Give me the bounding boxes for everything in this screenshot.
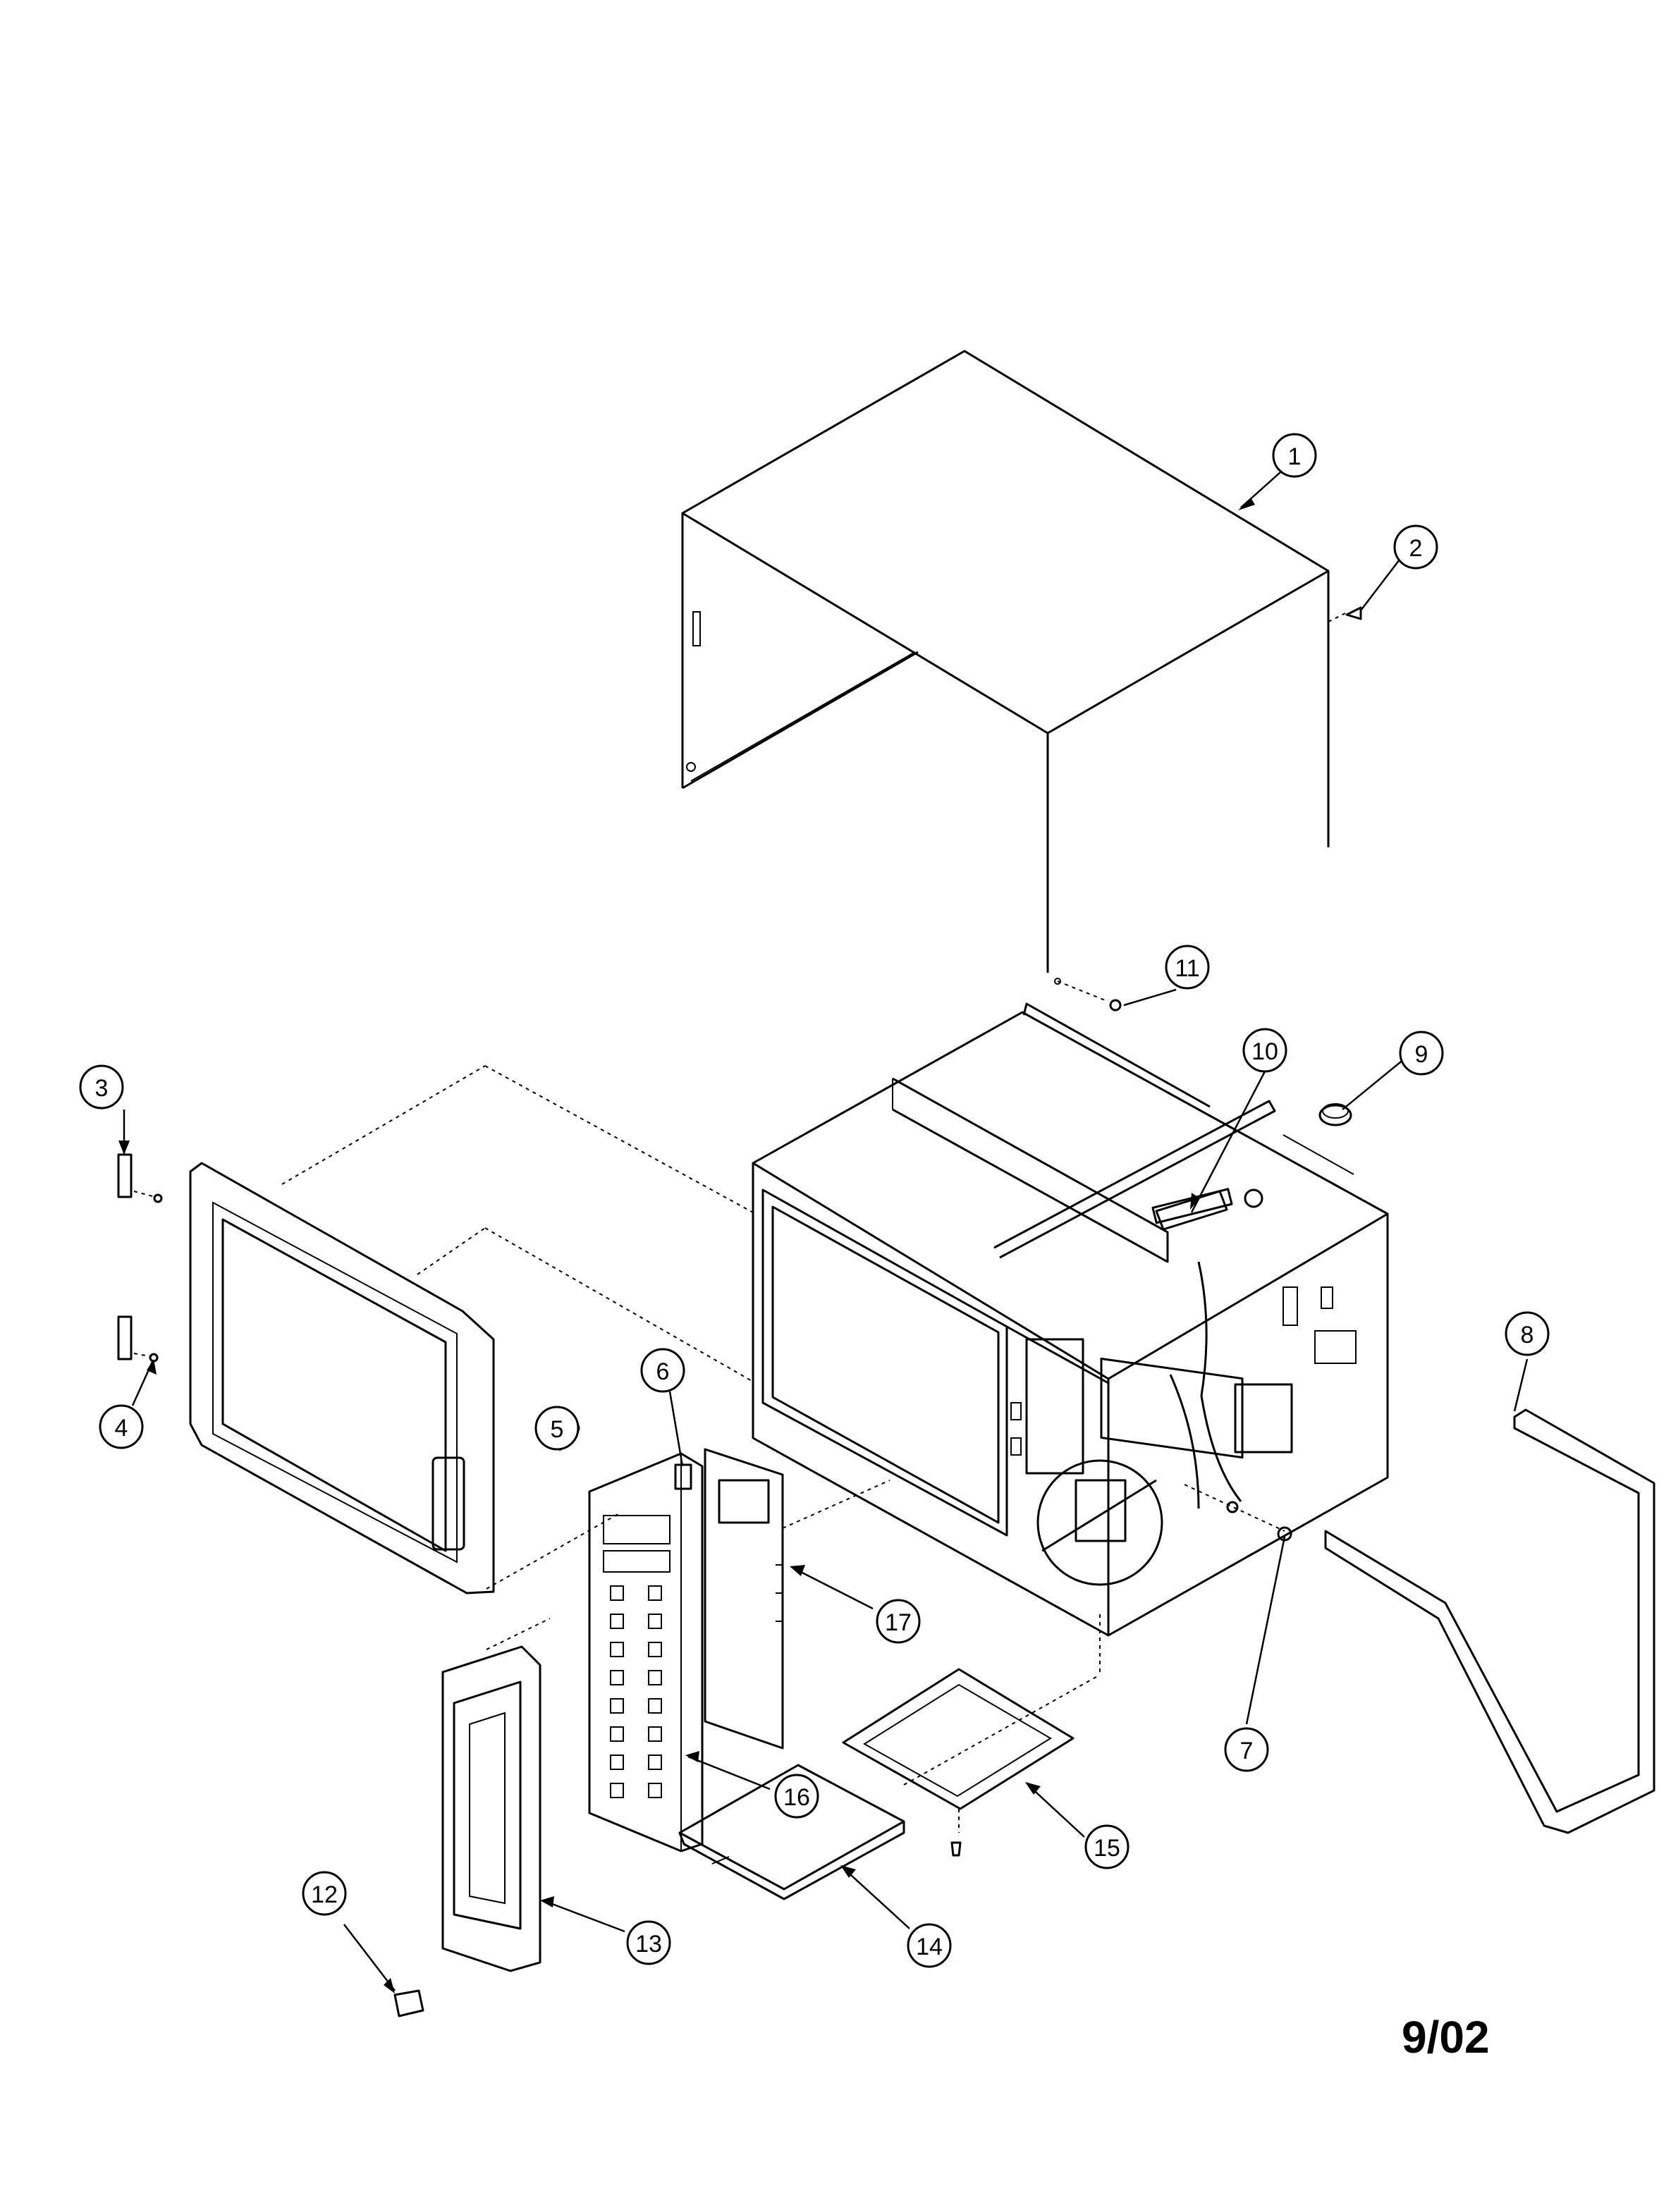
callout-label: 17 [885,1609,912,1636]
callout-label: 3 [95,1075,109,1102]
cabinet-cover [681,350,1346,973]
callout-3: 3 [79,1064,124,1110]
callout-13: 13 [626,1920,671,1965]
callout-label: 4 [115,1415,128,1442]
door-gasket [1324,1408,1655,1834]
callout-15: 15 [1084,1824,1130,1869]
date-code: 9/02 [1402,2012,1490,2063]
callout-label: 2 [1409,535,1423,562]
chassis-body [752,1002,1389,1637]
fan-clip [1318,1103,1352,1126]
hinge-pin-lower [117,1315,159,1363]
control-panel [588,1452,704,1852]
callout-label: 9 [1415,1041,1428,1068]
callout-label: 13 [635,1931,662,1958]
cover-bottom-screw [1054,978,1122,1012]
bottom-tray [678,1764,905,1900]
callout-9: 9 [1399,1031,1444,1076]
circuit-board [704,1448,890,1750]
base-frame [842,1614,1101,1857]
callout-label: 12 [311,1881,338,1908]
callout-label: 8 [1521,1322,1534,1348]
hinge-pin-upper [117,1153,163,1203]
callout-8: 8 [1505,1311,1550,1356]
callout-leaders [118,459,1529,1993]
callout-16: 16 [774,1774,819,1819]
base-screw [1184,1484,1292,1542]
callout-5: 5 [534,1406,580,1451]
callout-label: 7 [1240,1738,1254,1764]
door-clip [393,1989,424,2017]
callout-14: 14 [907,1923,952,1968]
callout-12: 12 [302,1871,347,1916]
door-frame [189,1065,754,1595]
latch-lever [674,1463,692,1490]
callout-10: 10 [1242,1028,1287,1073]
callout-11: 11 [1165,945,1210,990]
callout-label: 10 [1251,1038,1278,1065]
callout-label: 11 [1175,955,1199,982]
callout-label: 1 [1288,443,1302,470]
callout-label: 6 [656,1358,670,1385]
cover-screw [1345,606,1362,620]
callout-7: 7 [1224,1727,1269,1772]
callout-label: 16 [783,1784,810,1811]
callout-17: 17 [876,1599,921,1644]
callout-6: 6 [640,1348,685,1393]
door-trim [441,1618,551,1972]
magnetron-relay [1151,1188,1233,1224]
callout-1: 1 [1272,433,1317,478]
callout-2: 2 [1393,524,1438,570]
callout-label: 5 [551,1416,564,1443]
callout-label: 14 [916,1934,943,1960]
callout-4: 4 [99,1404,144,1449]
control-panel-buttons [610,1585,662,1798]
callout-label: 15 [1094,1835,1120,1862]
